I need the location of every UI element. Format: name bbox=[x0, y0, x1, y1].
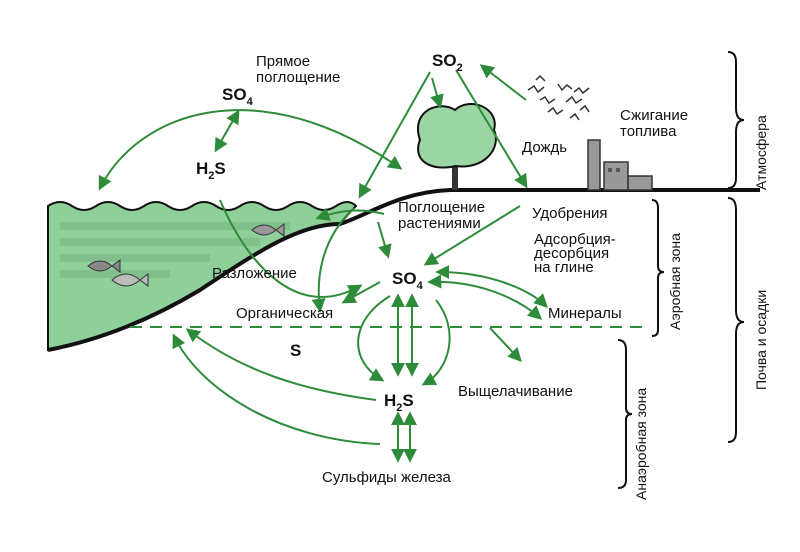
zone-atmosphere: Атмосфера bbox=[753, 115, 769, 190]
label-organic-s: S bbox=[290, 341, 301, 360]
label-direct-uptake-1: Прямое bbox=[256, 53, 310, 70]
label-adsorption-1: Адсорбция- bbox=[534, 231, 616, 248]
label-iron-sulfides: Сульфиды железа bbox=[322, 469, 452, 486]
label-leaching: Выщелачивание bbox=[458, 383, 573, 400]
smoke-icon bbox=[527, 74, 590, 121]
label-adsorption-3: на глине bbox=[534, 259, 594, 276]
label-plant-uptake-2: растениями bbox=[398, 215, 481, 232]
label-minerals: Минералы bbox=[548, 305, 622, 322]
chem-so2-top: SO2 bbox=[432, 51, 463, 74]
fish-icon bbox=[251, 223, 285, 237]
zone-soil: Почва и осадки bbox=[753, 290, 769, 390]
zone-aerobic: Аэробная зона bbox=[667, 233, 683, 330]
chem-so4-left: SO4 bbox=[222, 85, 254, 108]
label-fuel-burning-1: Сжигание bbox=[620, 107, 688, 124]
land-surface-line bbox=[47, 188, 760, 352]
label-adsorption-2: десорбция bbox=[534, 245, 609, 262]
label-plant-uptake-1: Поглощение bbox=[398, 199, 485, 216]
label-direct-uptake-2: поглощение bbox=[256, 69, 340, 86]
label-fertilizers: Удобрения bbox=[532, 205, 608, 222]
label-rain: Дождь bbox=[522, 139, 567, 156]
chem-h2s-bottom: H2S bbox=[384, 391, 414, 414]
label-decomposition: Разложение bbox=[212, 265, 297, 282]
arrows bbox=[98, 64, 548, 463]
fish-icon bbox=[87, 259, 121, 273]
soil-bracket bbox=[727, 197, 745, 443]
fish-icon bbox=[111, 273, 149, 287]
label-organic: Органическая bbox=[236, 305, 333, 322]
label-fuel-burning-2: топлива bbox=[620, 123, 677, 140]
water-bg-text bbox=[60, 222, 290, 278]
zone-anaerobic: Анаэробная зона bbox=[633, 388, 649, 500]
chem-so4-center: SO4 bbox=[392, 269, 424, 292]
chem-h2s-left: H2S bbox=[196, 159, 226, 182]
anaerobic-bracket bbox=[617, 339, 633, 489]
atmosphere-bracket bbox=[727, 51, 745, 189]
aerobic-bracket bbox=[651, 199, 665, 337]
factory-icon bbox=[587, 139, 653, 191]
